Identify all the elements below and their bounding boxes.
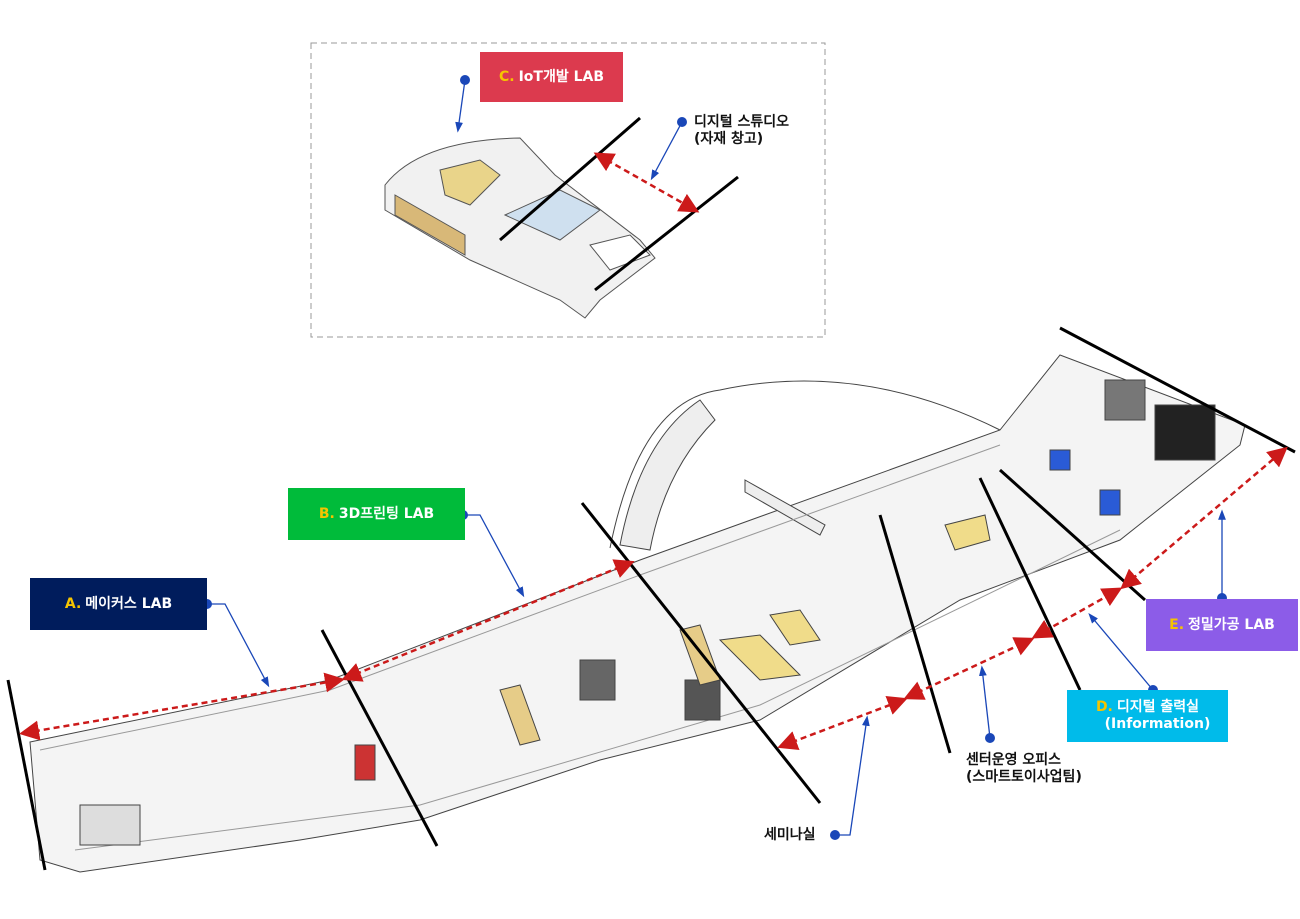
zone-name: 메이커스 LAB: [85, 595, 173, 612]
studio-line1: 디지털 스튜디오: [694, 114, 790, 130]
office-line2: (스마트토이사업팀): [966, 769, 1082, 785]
zone-name: 디지털 출력실: [1116, 699, 1200, 715]
zone-letter: B.: [318, 505, 335, 522]
label-3d-printing-lab: B.3D프린팅 LAB: [288, 488, 465, 540]
dimension-arrows: [19, 152, 1288, 751]
zone-name: IoT개발 LAB: [518, 68, 605, 85]
label-center-office: 센터운영 오피스 (스마트토이사업팀): [966, 752, 1082, 786]
zone-letter: E.: [1169, 616, 1185, 633]
main-building-plan: [29, 354, 1246, 873]
iot-lab-inset-plan: [384, 137, 656, 319]
label-digital-output-room: D.디지털 출력실 (Information): [1067, 690, 1228, 742]
zone-letter: C.: [498, 68, 515, 85]
zone-subtitle: (Information): [1104, 716, 1211, 732]
label-makers-lab: A.메이커스 LAB: [30, 578, 207, 630]
inset-frame: [310, 42, 826, 338]
studio-line2: (자재 창고): [694, 131, 764, 147]
zone-name: 정밀가공 LAB: [1188, 616, 1275, 633]
label-digital-studio: 디지털 스튜디오 (자재 창고): [694, 114, 789, 148]
label-precision-machining-lab: E.정밀가공 LAB: [1146, 599, 1298, 651]
label-seminar-room: 세미나실: [764, 827, 816, 843]
zone-letter: A.: [64, 595, 82, 612]
label-connectors: [207, 79, 1226, 836]
zone-name: 3D프린팅 LAB: [338, 505, 435, 522]
zone-divider-lines: [6, 116, 1296, 871]
office-line1: 센터운영 오피스: [966, 752, 1062, 768]
label-iot-lab: C.IoT개발 LAB: [480, 52, 623, 102]
zone-letter: D.: [1095, 699, 1113, 715]
